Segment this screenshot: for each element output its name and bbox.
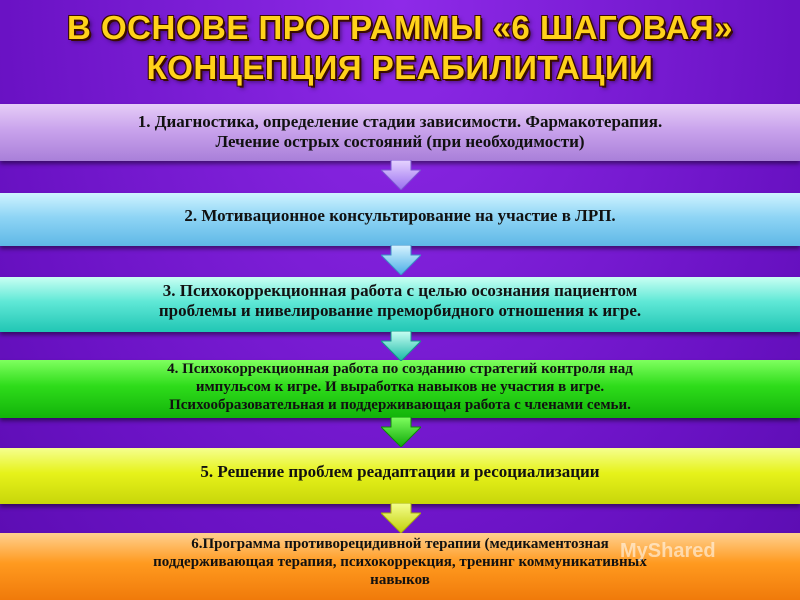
step-6-line-3: навыков: [370, 572, 430, 588]
title-line-1: В ОСНОВЕ ПРОГРАММЫ «6 ШАГОВАЯ»: [67, 9, 733, 46]
step-3-line-1: 3. Психокоррекционная работа с целью осо…: [162, 281, 638, 300]
down-arrow-icon: [381, 331, 421, 361]
step-5-box: 5. Решение проблем реадаптации и ресоциа…: [0, 448, 800, 504]
down-arrow-icon: [381, 160, 421, 190]
step-6-line-1: 6.Программа противорецидивной терапии (м…: [191, 536, 609, 552]
step-1-box: 1. Диагностика, определение стадии завис…: [0, 104, 800, 161]
step-5-line-1: 5. Решение проблем реадаптации и ресоциа…: [200, 462, 600, 481]
step-2-box: 2. Мотивационное консультирование на уча…: [0, 193, 800, 246]
step-6-line-2: поддерживающая терапия, психокоррекция, …: [153, 554, 647, 570]
step-4-box: 4. Психокоррекционная работа по созданию…: [0, 360, 800, 418]
step-4-line-2: импульсом к игре. И выработка навыков не…: [195, 379, 605, 395]
down-arrow-icon: [381, 417, 421, 447]
step-6-box: 6.Программа противорецидивной терапии (м…: [0, 533, 800, 600]
step-4-line-1: 4. Психокоррекционная работа по созданию…: [167, 361, 633, 377]
step-2-line-1: 2. Мотивационное консультирование на уча…: [184, 206, 616, 225]
step-3-box: 3. Психокоррекционная работа с целью осо…: [0, 277, 800, 332]
watermark-logo: MyShared: [620, 540, 716, 562]
step-3-line-2: проблемы и нивелирование преморбидного о…: [158, 301, 642, 320]
down-arrow-icon: [381, 503, 421, 533]
slide-title: В ОСНОВЕ ПРОГРАММЫ «6 ШАГОВАЯ» КОНЦЕПЦИЯ…: [0, 8, 800, 88]
step-1-line-2: Лечение острых состояний (при необходимо…: [215, 132, 585, 151]
title-line-2: КОНЦЕПЦИЯ РЕАБИЛИТАЦИИ: [146, 49, 654, 86]
step-4-line-3: Психообразовательная и поддерживающая ра…: [169, 397, 631, 413]
down-arrow-icon: [381, 245, 421, 275]
step-1-line-1: 1. Диагностика, определение стадии завис…: [137, 112, 663, 131]
